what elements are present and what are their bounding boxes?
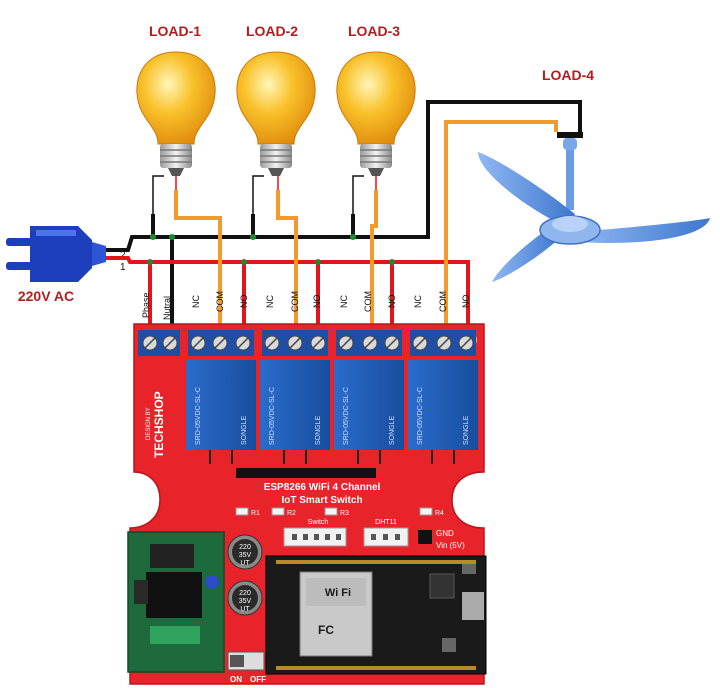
capacitor-1-text-3: UT <box>240 560 250 567</box>
switch-header <box>283 527 347 547</box>
switch-header-label: Switch <box>308 519 329 526</box>
bulb-load-2 <box>236 51 316 177</box>
bulb-load-leads <box>175 176 377 190</box>
design-by-label: DESIGN BY <box>146 407 152 440</box>
relay-3-nc-label: NC <box>339 295 349 308</box>
relay-2-nc-label: NC <box>265 295 275 308</box>
capacitor-1-text-1: 220 <box>239 544 251 551</box>
wifi-logo-text: Wi Fi <box>325 587 351 599</box>
relay-4 <box>408 360 478 464</box>
board-title: ESP8266 WiFi 4 Channel <box>264 482 381 493</box>
relay-4-nc-label: NC <box>413 295 423 308</box>
relay-1-model: SRD-05VDC-SL-C <box>195 387 202 445</box>
relay-1-no-label: NO <box>239 295 249 309</box>
brand-label: TECHSHOP <box>152 391 166 458</box>
relay-3 <box>334 360 404 464</box>
power-header <box>418 530 432 544</box>
relay-4-model: SRD-05VDC-SL-C <box>417 387 424 445</box>
gnd-label: GND <box>436 529 454 538</box>
terminal-blocks <box>138 330 476 356</box>
load-4-label: LOAD-4 <box>542 67 594 83</box>
relay-leds <box>235 507 433 516</box>
led-r4-label: R4 <box>435 510 444 517</box>
board-subtitle: IoT Smart Switch <box>281 495 362 506</box>
fc-mark: FC <box>318 623 334 637</box>
dht-header-label: DHT11 <box>375 519 397 526</box>
capacitor-2-text-1: 220 <box>239 590 251 597</box>
nodemcu-module <box>265 555 487 675</box>
load-3-label: LOAD-3 <box>348 23 400 39</box>
load-1-label: LOAD-1 <box>149 23 201 39</box>
dht-header <box>363 527 409 547</box>
power-slide-knob[interactable] <box>230 655 244 667</box>
bulb-load-1 <box>136 51 216 177</box>
relay-3-no-label: NO <box>387 295 397 309</box>
relay-2-model: SRD-05VDC-SL-C <box>269 387 276 445</box>
capacitor-2-text-3: UT <box>240 606 250 613</box>
relay-3-com-label: COM <box>363 291 373 312</box>
bulb-load-3 <box>336 51 416 177</box>
switch-off-label: OFF <box>250 675 266 684</box>
transistor-strip <box>236 468 376 478</box>
relay-2-com-label: COM <box>290 291 300 312</box>
relay-1-nc-label: NC <box>191 295 201 308</box>
relay-3-model: SRD-05VDC-SL-C <box>343 387 350 445</box>
phase-terminal-label: Phase <box>141 292 151 318</box>
vin-label: Vin (5V) <box>436 541 465 550</box>
wire-junctions <box>147 234 395 265</box>
load-wiring <box>174 120 558 342</box>
relay-4-no-label: NO <box>461 295 471 309</box>
relay-4-brand: SONGLE <box>463 415 470 445</box>
relay-3-brand: SONGLE <box>389 415 396 445</box>
capacitor-1 <box>227 534 263 570</box>
relay-2-no-label: NO <box>312 295 322 309</box>
capacitor-2 <box>227 580 263 616</box>
neutral-terminal-label: Nutral <box>162 296 172 320</box>
relay-1-brand: SONGLE <box>241 415 248 445</box>
switch-on-label: ON <box>230 675 242 684</box>
relay-4-com-label: COM <box>438 291 448 312</box>
relay-2 <box>260 360 330 464</box>
bulb-neutral-leads <box>152 175 364 214</box>
capacitor-1-text-2: 35V <box>239 552 252 559</box>
power-supply-module <box>127 531 225 673</box>
led-r3-label: R3 <box>340 510 349 517</box>
wire-number-2: 2 <box>120 250 126 261</box>
relay-2-brand: SONGLE <box>315 415 322 445</box>
relay-1 <box>186 360 256 464</box>
relay-1-com-label: COM <box>215 291 225 312</box>
power-plug <box>6 226 106 282</box>
plug-voltage-label: 220V AC <box>18 288 74 304</box>
wire-number-1: 1 <box>120 262 126 273</box>
ceiling-fan <box>478 132 710 282</box>
led-r2-label: R2 <box>287 510 296 517</box>
led-r1-label: R1 <box>251 510 260 517</box>
load-2-label: LOAD-2 <box>246 23 298 39</box>
capacitor-2-text-2: 35V <box>239 598 252 605</box>
